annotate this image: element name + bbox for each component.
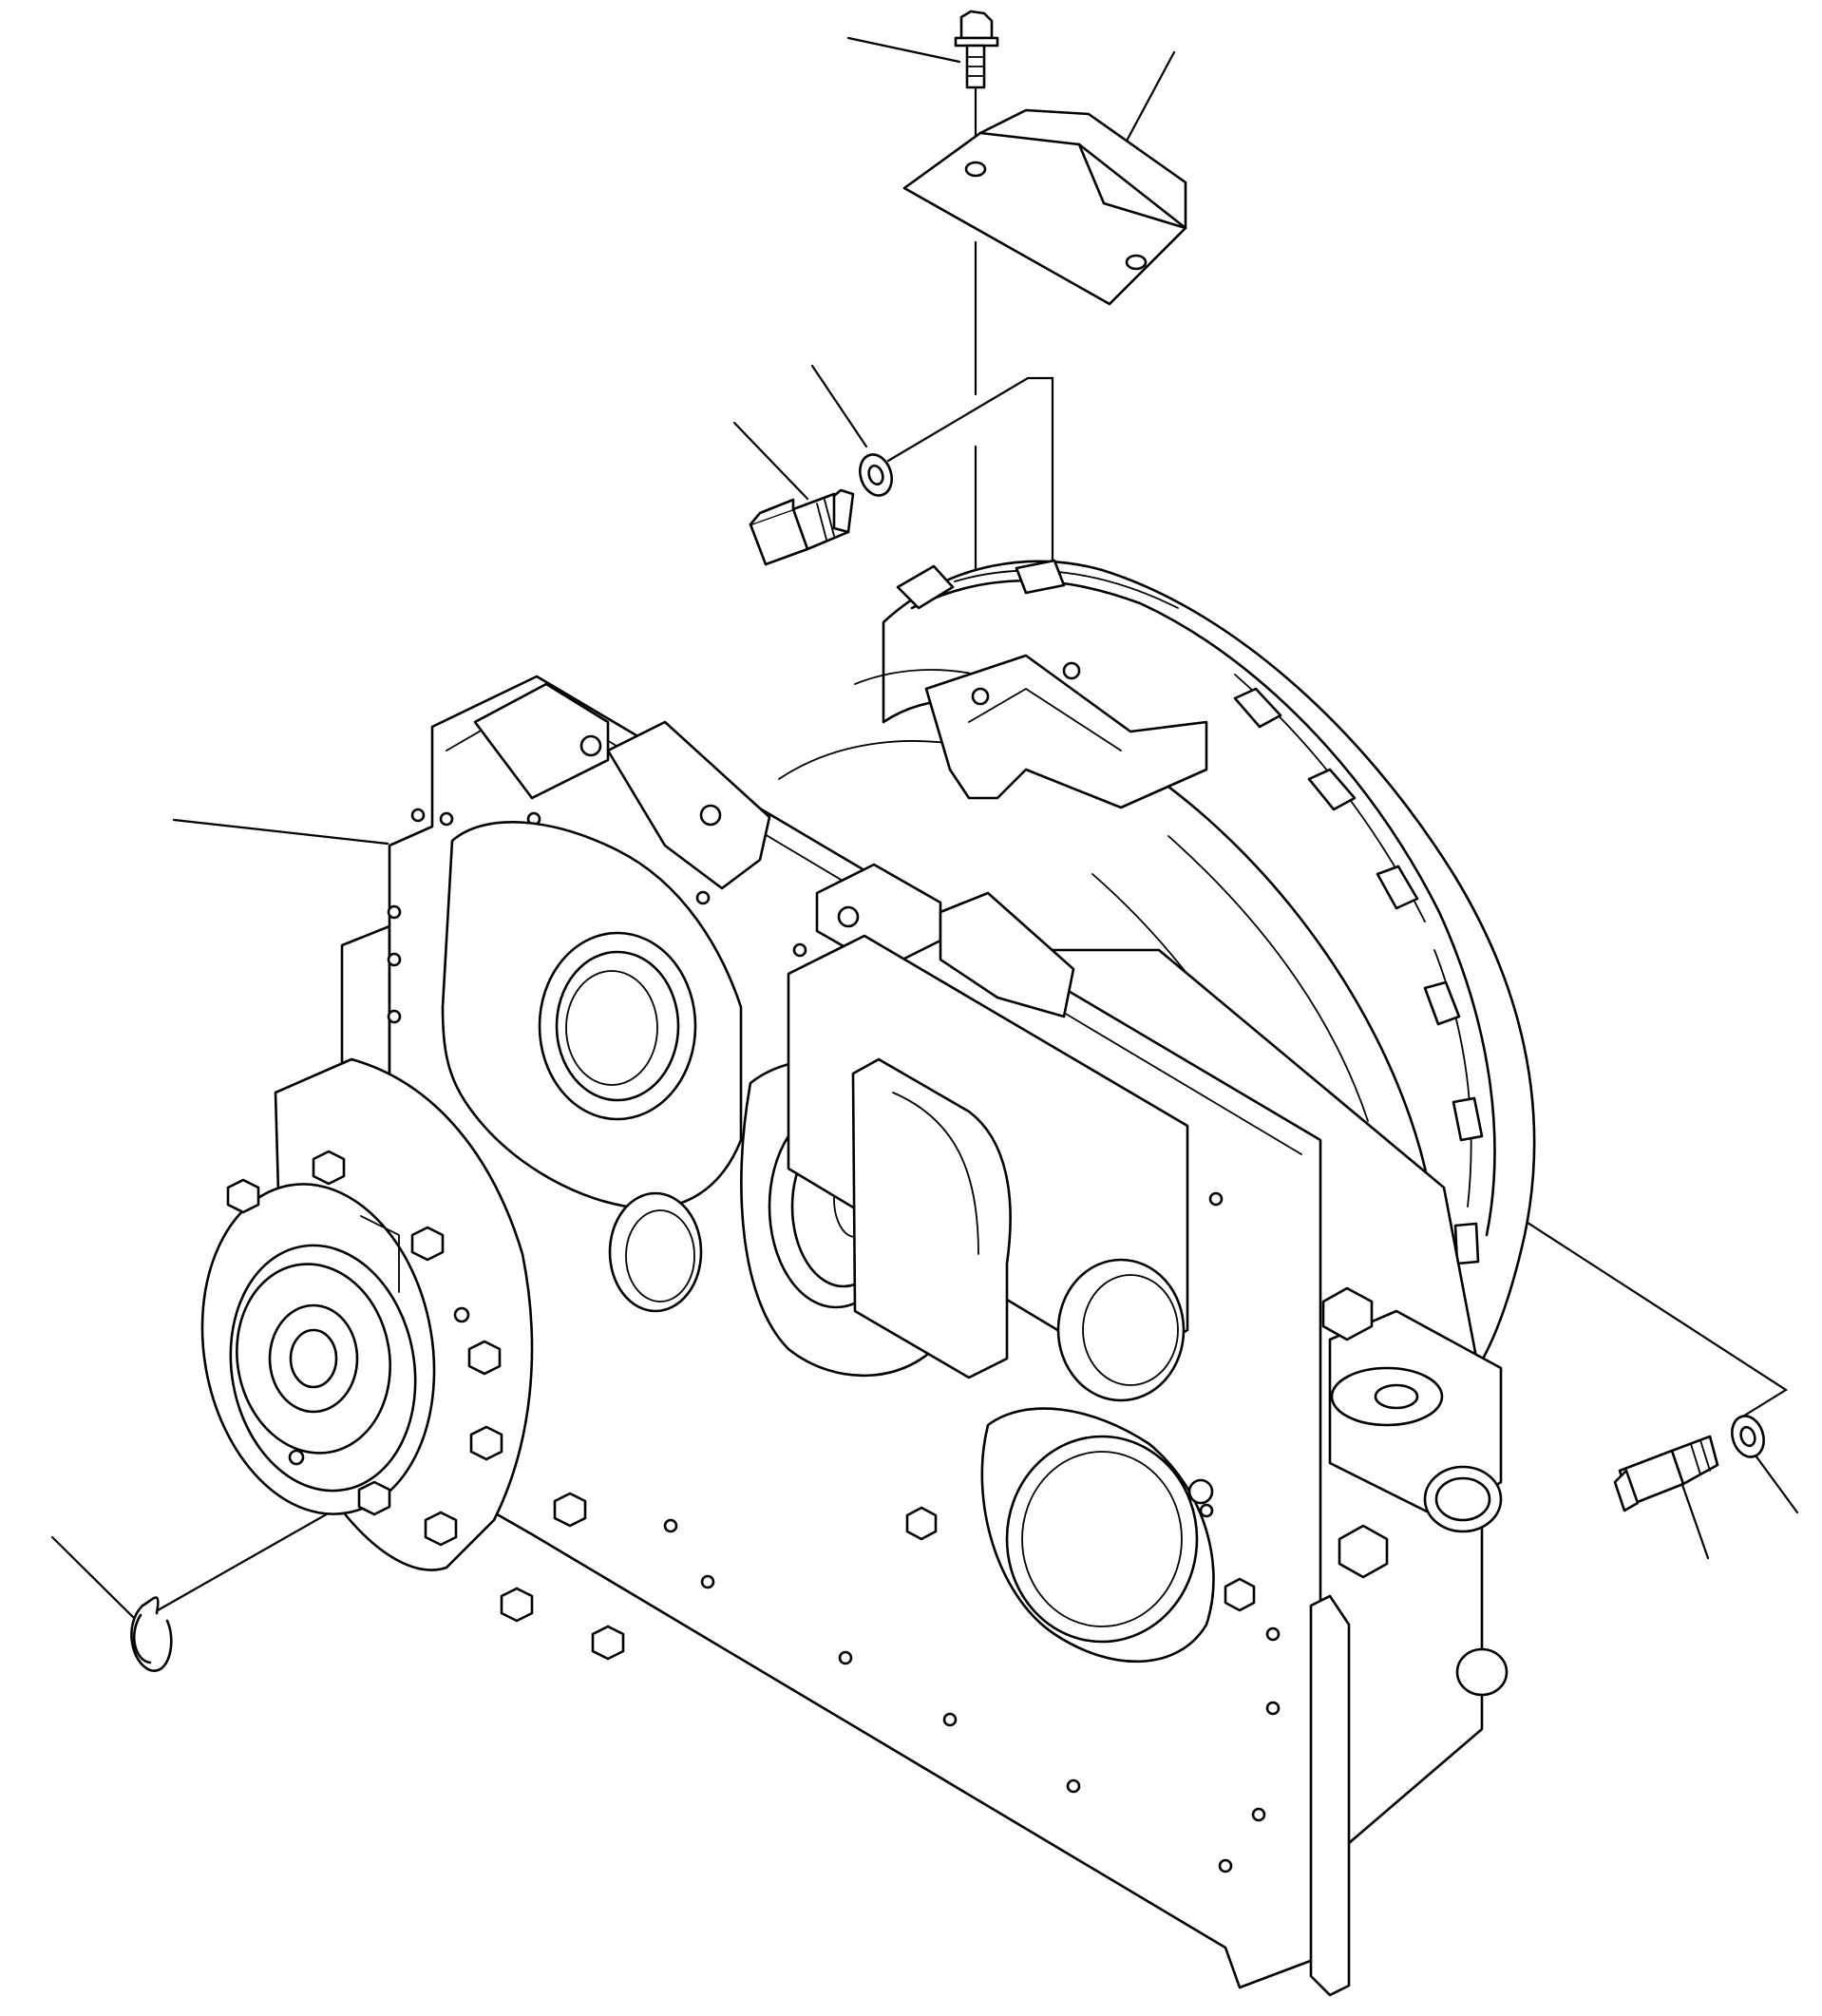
leader-side-bolt [732, 421, 809, 501]
leader-washer-right [1754, 1454, 1799, 1514]
flange-bolts [226, 1150, 625, 1661]
leader-snap-ring [50, 1535, 135, 1619]
leader-washer-top [810, 364, 868, 448]
leader-cover-plate [1123, 50, 1176, 146]
leader-case [172, 818, 389, 846]
cover-plate [902, 108, 1187, 306]
snap-ring [130, 1596, 173, 1672]
case-bolts [905, 1286, 1389, 1612]
leader-top-bolt [846, 36, 961, 64]
washer [859, 453, 893, 497]
hex-bolt [749, 488, 855, 566]
output-flange [200, 1057, 625, 1661]
leader-right-bolt [1680, 1480, 1710, 1560]
transmission-case [340, 654, 1509, 1997]
hex-bolt-right [1613, 1435, 1719, 1512]
flange-bolt [954, 10, 999, 89]
flywheel-housing [778, 559, 1536, 1398]
axis-washer-bracket [886, 376, 1054, 675]
washer-right [1731, 1415, 1765, 1458]
